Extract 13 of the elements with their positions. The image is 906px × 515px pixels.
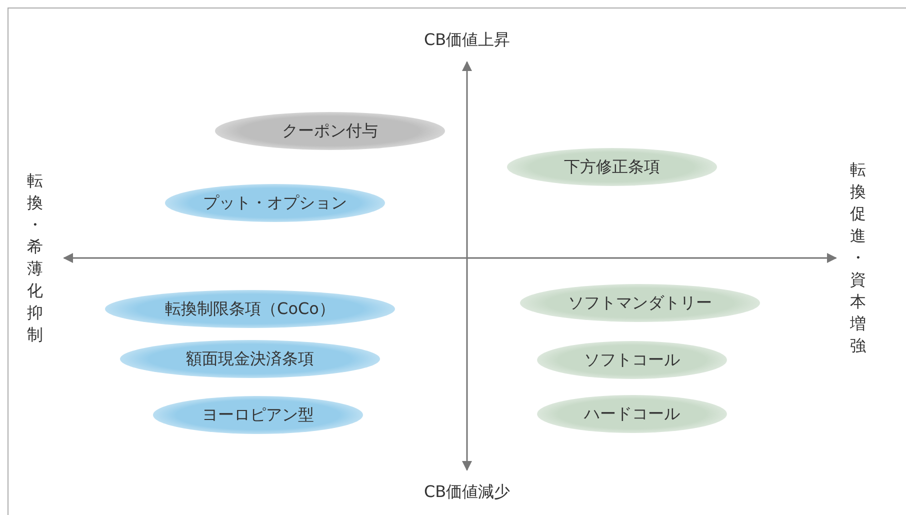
axis-label: CB価値減少 bbox=[424, 482, 510, 502]
feature-label: 転換制限条項（CoCo） bbox=[165, 298, 335, 320]
feature-label: プット・オプション bbox=[203, 192, 347, 214]
feature-label: ヨーロピアン型 bbox=[202, 404, 314, 426]
axis-label: 転換促進・資本増強 bbox=[850, 159, 866, 357]
feature-label: ソフトコール bbox=[584, 350, 680, 370]
feature-label: ソフトマンダトリー bbox=[568, 292, 712, 314]
feature-label: クーポン付与 bbox=[282, 120, 378, 142]
feature-label: 下方修正条項 bbox=[564, 156, 660, 178]
feature-label: ハードコール bbox=[584, 404, 680, 424]
feature-label: 額面現金決済条項 bbox=[186, 348, 314, 370]
axis-label: CB価値上昇 bbox=[424, 30, 510, 50]
axis-label: 転換・希薄化抑制 bbox=[26, 170, 44, 346]
